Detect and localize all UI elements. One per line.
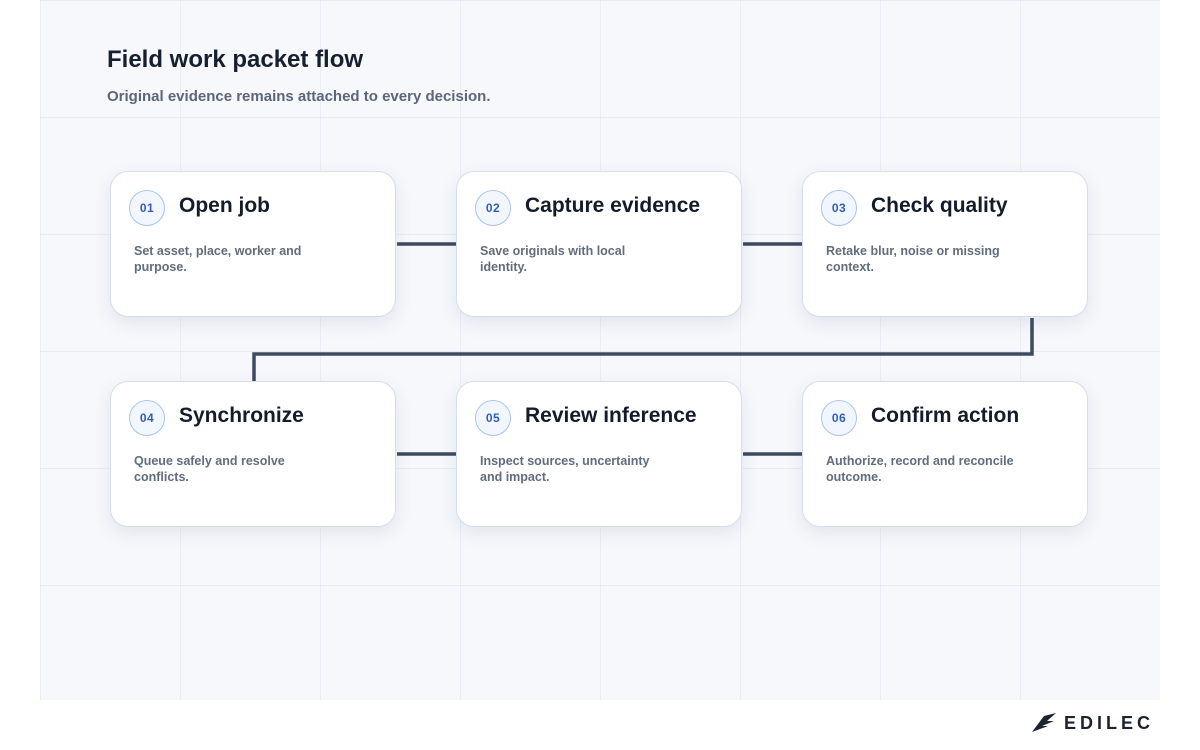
step-number-badge: 04	[129, 400, 165, 436]
page-subtitle: Original evidence remains attached to ev…	[107, 88, 491, 105]
step-card-check-quality: 03 Check quality Retake blur, noise or m…	[802, 171, 1088, 317]
step-title: Review inference	[525, 404, 697, 427]
step-card-capture-evidence: 02 Capture evidence Save originals with …	[456, 171, 742, 317]
step-title: Check quality	[871, 194, 1008, 217]
step-title: Capture evidence	[525, 194, 701, 217]
page-title: Field work packet flow	[107, 46, 364, 73]
step-card-open-job: 01 Open job Set asset, place, worker and…	[110, 171, 396, 317]
step-description: Save originals with local identity.	[480, 244, 626, 274]
step-title: Open job	[179, 194, 270, 217]
step-card-synchronize: 04 Synchronize Queue safely and resolve …	[110, 381, 396, 527]
step-card-review-inference: 05 Review inference Inspect sources, unc…	[456, 381, 742, 527]
step-description: Authorize, record and reconcile outcome.	[826, 454, 1014, 484]
step-number-badge: 03	[821, 190, 857, 226]
step-number-badge: 06	[821, 400, 857, 436]
step-description: Set asset, place, worker and purpose.	[134, 244, 302, 274]
step-number-badge: 02	[475, 190, 511, 226]
step-description: Retake blur, noise or missing context.	[826, 244, 1000, 274]
step-title: Confirm action	[871, 404, 1020, 427]
step-description: Queue safely and resolve conflicts.	[134, 454, 285, 484]
connector-03-04	[252, 318, 1034, 381]
brand-name: EDILEC	[1063, 712, 1154, 733]
step-description: Inspect sources, uncertainty and impact.	[480, 454, 650, 484]
step-title: Synchronize	[179, 404, 304, 427]
diagram-canvas	[40, 0, 1160, 700]
step-number-badge: 01	[129, 190, 165, 226]
edilec-logo-icon	[1031, 713, 1056, 732]
brand-logo: EDILEC	[1030, 710, 1154, 736]
step-card-confirm-action: 06 Confirm action Authorize, record and …	[802, 381, 1088, 527]
step-number-badge: 05	[475, 400, 511, 436]
